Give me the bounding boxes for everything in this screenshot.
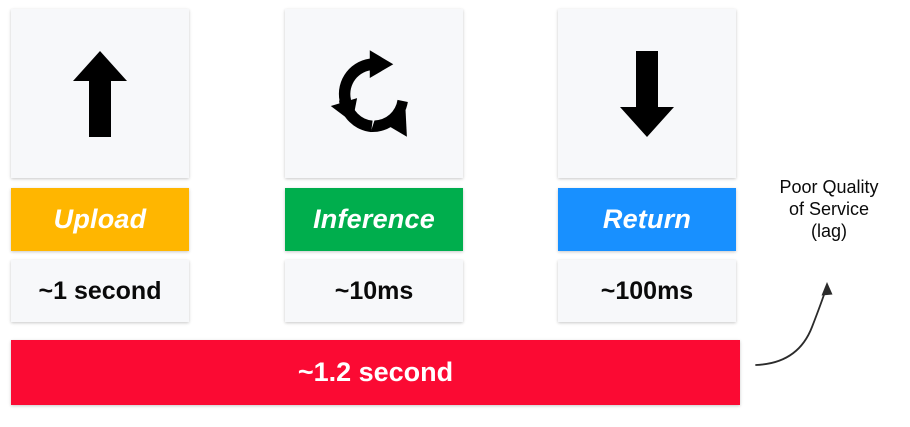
inference-label-band: Inference: [285, 188, 463, 251]
curved-arrow-up-right-icon: [740, 265, 850, 380]
poor-qos-annotation: Poor Quality of Service (lag): [755, 176, 903, 242]
return-label: Return: [602, 204, 692, 234]
inference-value-card: ~10ms: [285, 260, 463, 322]
annotation-line-3: (lag): [810, 221, 847, 241]
return-icon-card: [558, 9, 736, 178]
arrow-down-icon: [620, 50, 674, 137]
upload-value-card: ~1 second: [11, 260, 189, 322]
inference-icon-card: [285, 9, 463, 178]
annotation-line-1: Poor Quality: [779, 177, 879, 197]
recycle-arrows-icon: [327, 47, 421, 141]
return-label-band: Return: [558, 188, 736, 251]
upload-icon-card: [11, 9, 189, 178]
annotation-line-2: of Service: [788, 199, 870, 219]
arrow-up-icon: [73, 50, 127, 137]
return-value-card: ~100ms: [558, 260, 736, 322]
return-value: ~100ms: [600, 276, 694, 305]
upload-value: ~1 second: [38, 276, 162, 305]
upload-label: Upload: [53, 204, 147, 234]
inference-label: Inference: [313, 204, 435, 234]
total-latency-bar: ~1.2 second: [11, 340, 740, 405]
inference-value: ~10ms: [334, 276, 414, 305]
total-latency-label: ~1.2 second: [297, 357, 454, 387]
upload-label-band: Upload: [11, 188, 189, 251]
